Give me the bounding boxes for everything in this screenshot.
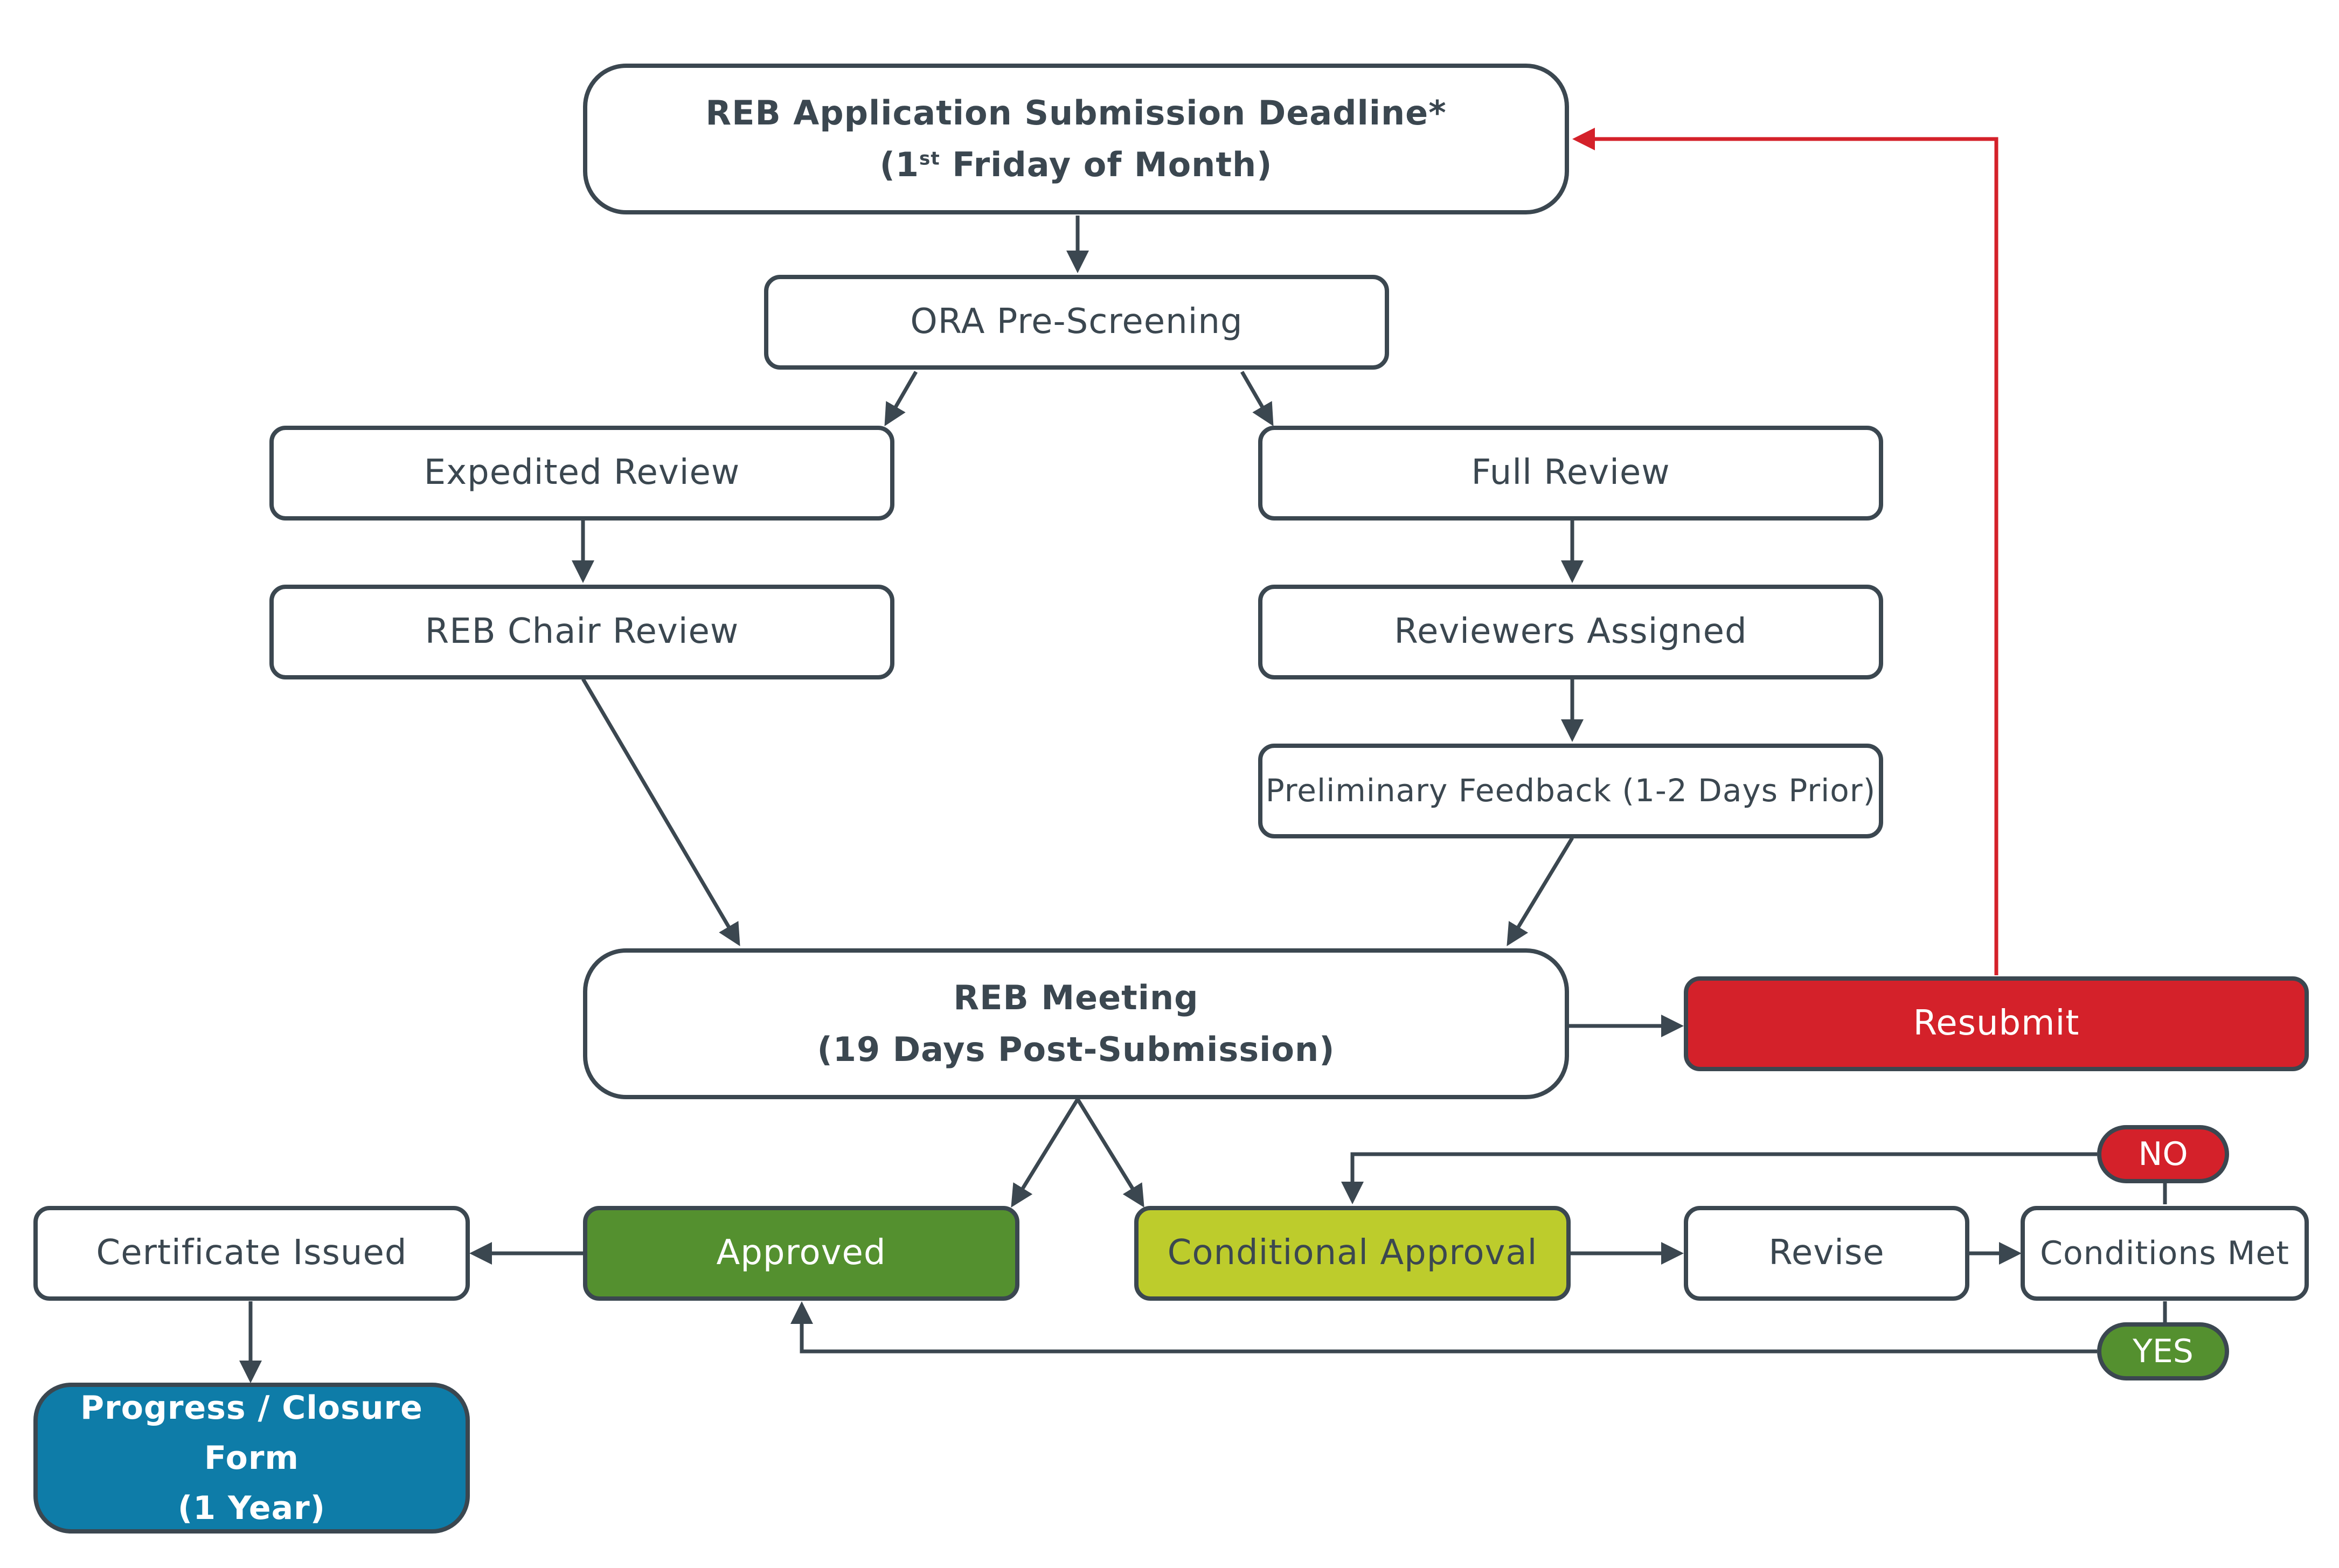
revise-node: Revise [1684,1206,1969,1301]
decision-no-label: NO [2138,1135,2188,1173]
expedited-review-node: Expedited Review [269,426,894,521]
decision-no-badge: NO [2097,1125,2229,1183]
edge-resubmit-to-deadline [1572,128,1998,975]
edge-prescreening-to-expedited [884,371,918,427]
certificate-issued-node: Certificate Issued [33,1206,470,1301]
conditions-met-label: Conditions Met [2040,1234,2289,1272]
reb-meeting-title: REB Meeting [953,977,1199,1017]
conditional-approval-node: Conditional Approval [1134,1206,1571,1301]
pre-screening-node: ORA Pre-Screening [764,275,1389,370]
edge-meeting-to-conditional [1076,1098,1144,1208]
chair-review-label: REB Chair Review [425,612,739,652]
edge-meeting-to-approved [1011,1098,1079,1208]
edge-chair-to-meeting [581,678,740,947]
decision-yes-label: YES [2133,1333,2194,1370]
reviewers-assigned-label: Reviewers Assigned [1394,612,1747,652]
submission-deadline-title: REB Application Submission Deadline* [705,93,1447,133]
revise-label: Revise [1768,1233,1885,1273]
pre-screening-label: ORA Pre-Screening [910,302,1243,342]
progress-closure-node: Progress / Closure Form (1 Year) [33,1383,470,1534]
progress-closure-title: Progress / Closure Form [80,1389,423,1477]
approved-node: Approved [583,1206,1019,1301]
full-review-node: Full Review [1258,426,1883,521]
chair-review-node: REB Chair Review [269,585,894,679]
submission-deadline-node: REB Application Submission Deadline* (1s… [583,64,1569,214]
edge-no-to-conditional [1341,1152,2097,1204]
reviewers-assigned-node: Reviewers Assigned [1258,585,1883,679]
edge-prescreening-to-full [1240,371,1274,427]
resubmit-label: Resubmit [1913,1003,2080,1044]
edge-feedback-to-meeting [1507,837,1574,946]
reb-meeting-node: REB Meeting (19 Days Post-Submission) [583,948,1569,1099]
conditional-approval-label: Conditional Approval [1167,1233,1538,1273]
decision-yes-badge: YES [2097,1322,2229,1380]
certificate-issued-label: Certificate Issued [96,1233,407,1273]
progress-closure-subtitle: (1 Year) [177,1489,326,1527]
resubmit-node: Resubmit [1684,976,2309,1071]
preliminary-feedback-node: Preliminary Feedback (1-2 Days Prior) [1258,744,1883,838]
reb-meeting-subtitle: (19 Days Post-Submission) [817,1030,1335,1069]
expedited-review-label: Expedited Review [424,453,740,493]
full-review-label: Full Review [1471,453,1670,493]
preliminary-feedback-label: Preliminary Feedback (1-2 Days Prior) [1265,772,1876,809]
conditions-met-node: Conditions Met [2021,1206,2309,1301]
approved-label: Approved [716,1233,886,1273]
submission-deadline-subtitle: (1st Friday of Month) [879,145,1273,184]
edge-yes-to-approved [790,1301,2097,1354]
